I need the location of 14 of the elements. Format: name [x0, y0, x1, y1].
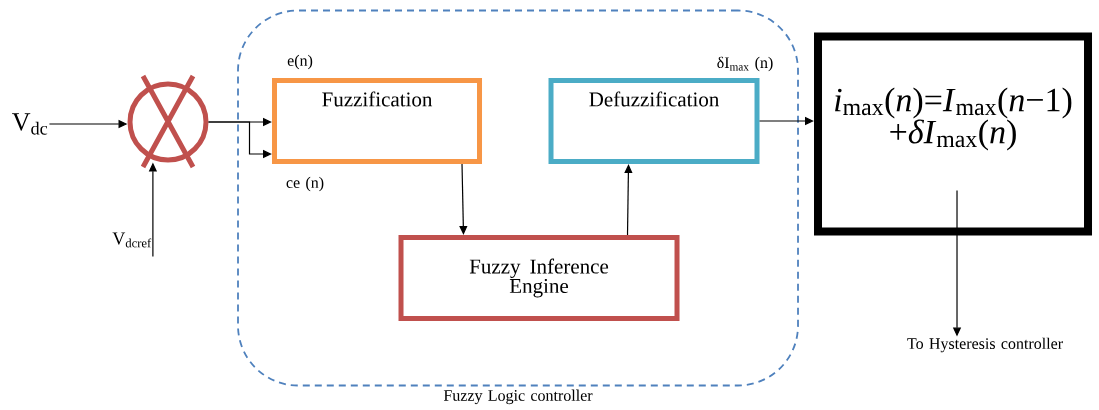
group-label: Fuzzy Logic controller [443, 389, 593, 405]
input-label: V$_{dcref}$ [112, 232, 152, 248]
arrow [459, 163, 468, 235]
formula-box: i$_{max}$(n)=I$_{max}$(n−1) +δI$_{max}$(n) [814, 32, 1092, 236]
process-box: Fuzzification [272, 78, 482, 164]
input-label: V$_{dc}$ [12, 113, 48, 135]
process-box: Fuzzy Inference Engine [398, 235, 680, 321]
edge-label: e(n) [286, 53, 314, 71]
process-box: Defuzzification [548, 78, 760, 164]
edge-label: ce (n) [284, 175, 326, 193]
arrow [624, 164, 633, 236]
summing-junction [127, 73, 209, 170]
edge-label: δI$_{max}$ (n) [715, 55, 775, 73]
output-label: To Hysteresis controller [907, 337, 1063, 353]
